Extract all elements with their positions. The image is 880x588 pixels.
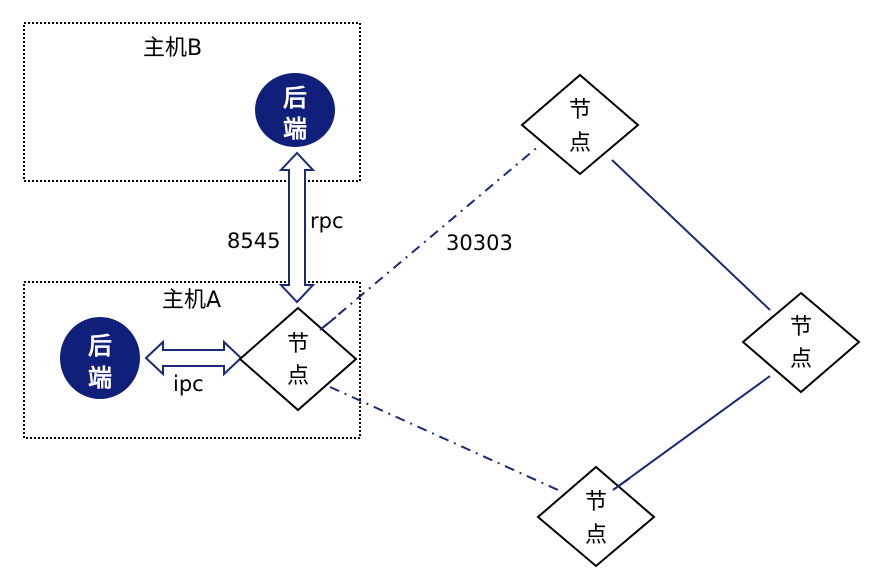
- node-bottom[interactable]: 节 点: [536, 465, 656, 568]
- host-a-label: 主机A: [162, 288, 221, 313]
- peer-link-top-right: [611, 159, 771, 311]
- rpc-port-label: 8545: [227, 229, 280, 253]
- node-a-link-stub: [319, 316, 337, 331]
- p2p-link-bottom: [329, 386, 559, 491]
- backend-b-line1: 后: [283, 84, 307, 112]
- node-bottom-link-stub: [612, 477, 631, 491]
- rpc-label: rpc: [310, 209, 344, 233]
- backend-a-line1: 后: [88, 332, 112, 360]
- host-a-box: [23, 281, 361, 439]
- host-b-box: [23, 22, 361, 182]
- node-right-line2: 点: [790, 347, 812, 372]
- backend-b-line2: 端: [283, 115, 307, 143]
- host-b-label: 主机B: [143, 36, 202, 61]
- node-top-line1: 节: [569, 98, 591, 123]
- node-top-line2: 点: [569, 131, 591, 156]
- backend-a[interactable]: 后 端: [60, 317, 140, 399]
- node-a[interactable]: 节 点: [238, 306, 358, 412]
- ipc-double-arrow: [144, 339, 243, 377]
- backend-b[interactable]: 后 端: [255, 73, 335, 147]
- node-bottom-line1: 节: [585, 490, 607, 515]
- node-a-line1: 节: [287, 332, 309, 357]
- node-bottom-line2: 点: [585, 523, 607, 548]
- ipc-label: ipc: [173, 372, 204, 396]
- backend-a-line2: 端: [88, 364, 112, 392]
- rpc-double-arrow: [278, 151, 316, 304]
- peer-link-right-bottom: [612, 375, 771, 491]
- node-a-line2: 点: [287, 364, 309, 389]
- p2p-port-label: 30303: [446, 231, 513, 255]
- node-right-line1: 节: [790, 315, 812, 340]
- node-right[interactable]: 节 点: [741, 291, 861, 394]
- node-top[interactable]: 节 点: [520, 73, 640, 176]
